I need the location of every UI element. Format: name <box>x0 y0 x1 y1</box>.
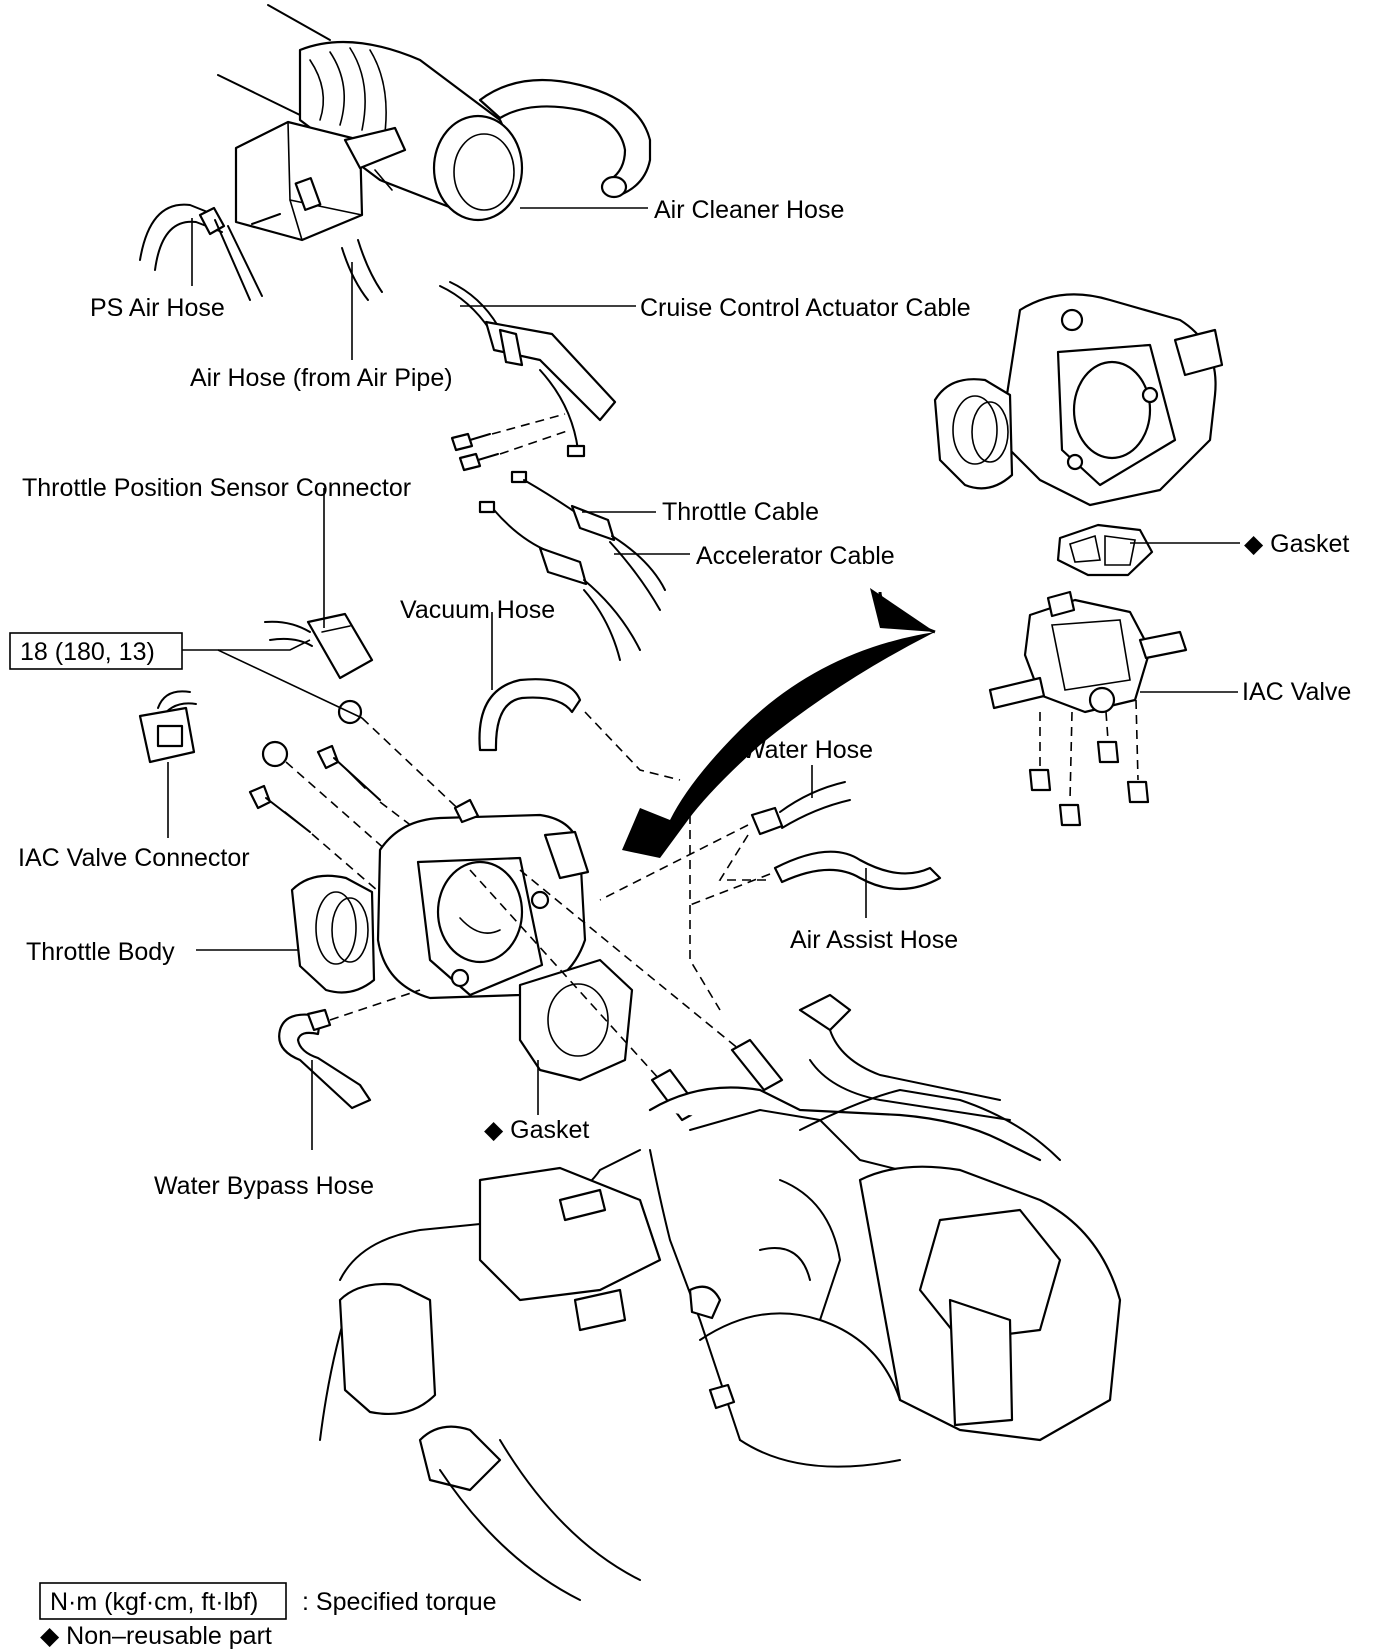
iac-gasket-drawing <box>1056 523 1154 577</box>
label-torque-value: 18 (180, 13) <box>20 638 155 666</box>
throttle-body-gasket-drawing <box>518 958 634 1082</box>
cruise-cable-bracket-drawing <box>439 281 617 458</box>
legend-nonreusable: ◆ Non–reusable part <box>40 1622 272 1650</box>
bracket-bolts-drawing <box>450 413 571 472</box>
label-iac-valve-connector: IAC Valve Connector <box>18 844 250 872</box>
air-cleaner-hose-drawing <box>217 4 652 242</box>
iac-connector-drawing <box>138 690 197 764</box>
label-cruise-control-cable: Cruise Control Actuator Cable <box>640 294 971 322</box>
label-iac-valve: IAC Valve <box>1242 678 1351 706</box>
label-accelerator-cable: Accelerator Cable <box>696 542 895 570</box>
label-air-cleaner-hose: Air Cleaner Hose <box>654 196 844 224</box>
label-throttle-body: Throttle Body <box>26 938 175 966</box>
air-hose-from-air-pipe-drawing <box>341 239 383 301</box>
label-water-bypass-hose: Water Bypass Hose <box>154 1172 374 1200</box>
water-bypass-hose-drawing <box>278 989 421 1110</box>
label-air-hose-from-air-pipe: Air Hose (from Air Pipe) <box>190 364 453 392</box>
leader-lines <box>167 207 1240 1150</box>
air-assist-hose-drawing <box>689 850 942 906</box>
legend-torque-desc: : Specified torque <box>302 1588 497 1616</box>
label-air-assist-hose: Air Assist Hose <box>790 926 958 954</box>
intake-manifold-drawing <box>319 993 1122 1601</box>
label-water-hose: Water Hose <box>742 736 873 764</box>
legend-torque-unit: N·m (kgf·cm, ft·lbf) <box>50 1588 258 1616</box>
label-vacuum-hose: Vacuum Hose <box>400 596 555 624</box>
label-throttle-cable: Throttle Cable <box>662 498 819 526</box>
torque-callout: 18 (180, 13) <box>9 632 183 670</box>
label-gasket-bottom: ◆ Gasket <box>484 1116 589 1144</box>
throttle-body-bolts-drawing <box>248 717 471 911</box>
throttle-body-rear-view-drawing <box>933 293 1224 507</box>
assembly-arrow <box>622 588 936 858</box>
throttle-accelerator-cable-drawing <box>478 470 666 661</box>
legend: N·m (kgf·cm, ft·lbf) : Specified torque … <box>39 1582 497 1650</box>
label-tps-connector: Throttle Position Sensor Connector <box>22 474 411 502</box>
tps-connector-drawing <box>264 612 374 725</box>
label-gasket-top: ◆ Gasket <box>1244 530 1349 558</box>
throttle-body-drawing <box>290 798 590 1000</box>
iac-valve-drawing <box>988 590 1188 827</box>
vacuum-hose-drawing <box>478 678 681 781</box>
label-ps-air-hose: PS Air Hose <box>90 294 225 322</box>
ps-air-hose-drawing <box>139 203 263 301</box>
